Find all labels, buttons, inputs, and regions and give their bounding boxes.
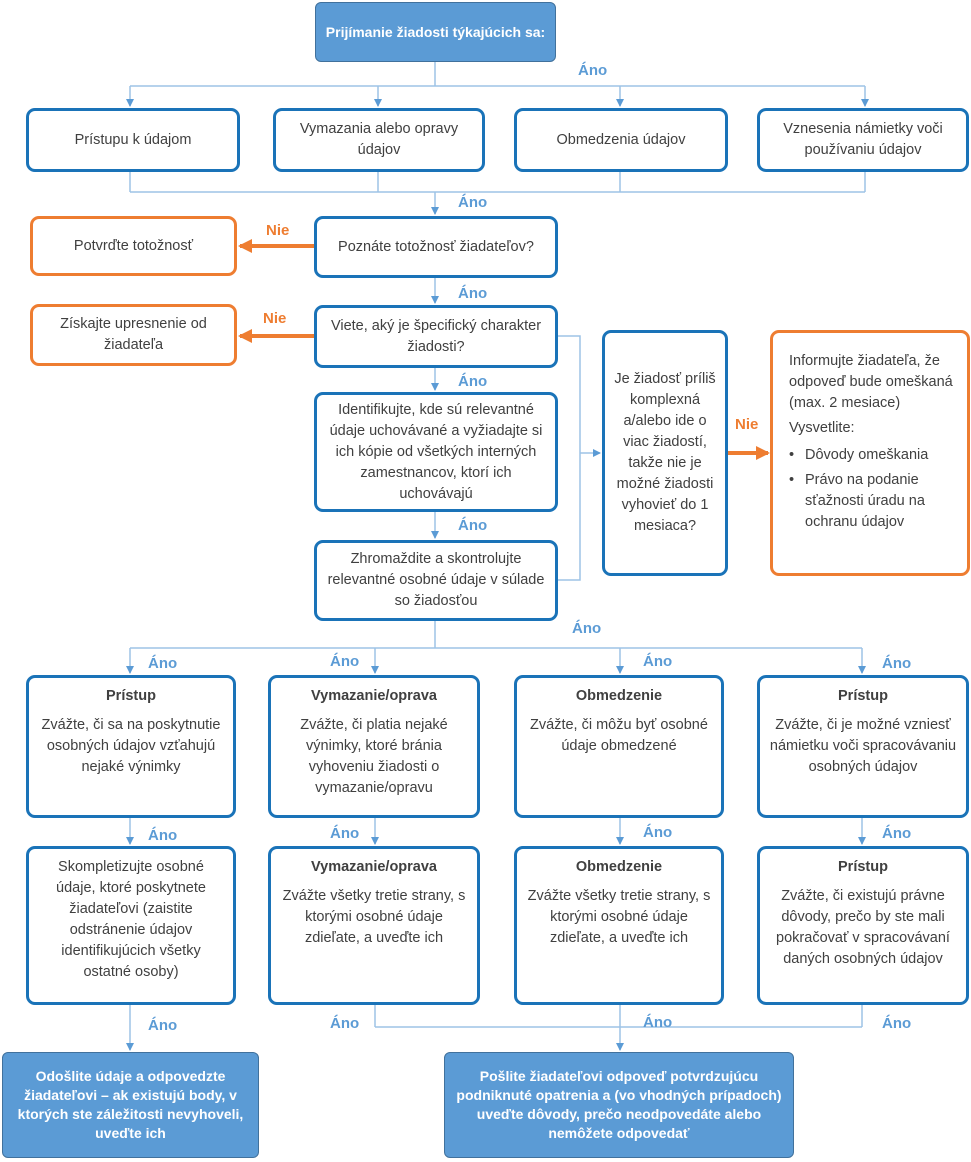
request-object-text: Vznesenia námietky voči používaniu údajo… [783, 121, 943, 158]
request-restrict-text: Obmedzenia údajov [556, 131, 686, 148]
yes-label: Áno [330, 653, 360, 670]
request-erase-box: Vymazania alebo opravy údajov [273, 108, 485, 172]
no-label: Nie [735, 416, 759, 433]
yes-label: Áno [882, 825, 912, 842]
inform-delay-box: Informujte žiadateľa, že odpoveď bude om… [770, 330, 970, 576]
legal-grounds-box: Prístup Zvážte, či existujú právne dôvod… [757, 846, 969, 1005]
confirm-actions-end-text: Pošlite žiadateľovi odpoveď potvrdzujúcu… [456, 1068, 782, 1141]
compile-data-text: Skompletizujte osobné údaje, ktoré posky… [56, 859, 206, 980]
yes-label: Áno [572, 620, 602, 637]
confirm-identity-text: Potvrďte totožnosť [73, 237, 194, 254]
yes-label: Áno [458, 285, 488, 302]
compile-data-box: Skompletizujte osobné údaje, ktoré posky… [26, 846, 236, 1005]
request-object-box: Vznesenia námietky voči používaniu údajo… [757, 108, 969, 172]
erase-exemptions-box: Vymazanie/oprava Zvážte, či platia nejak… [268, 675, 480, 818]
explain-label: Vysvetlite: [789, 420, 855, 436]
clarification-box: Získajte upresnenie od žiadateľa [30, 304, 237, 366]
yes-label: Áno [330, 825, 360, 842]
no-label: Nie [266, 222, 290, 239]
yes-label: Áno [643, 1014, 673, 1031]
yes-label: Áno [643, 824, 673, 841]
yes-label: Áno [458, 373, 488, 390]
object-possible-box: Prístup Zvážte, či je možné vzniesť námi… [757, 675, 969, 818]
access-exemptions-box: Prístup Zvážte, či sa na poskytnutie oso… [26, 675, 236, 818]
access-exemptions-title: Prístup [106, 688, 156, 704]
yes-label: Áno [458, 194, 488, 211]
yes-label: Áno [330, 1015, 360, 1032]
restrict-possible-title: Obmedzenie [575, 688, 663, 704]
restrict-third-parties-body: Zvážte všetky tretie strany, s ktorými o… [527, 888, 711, 946]
yes-label: Áno [458, 517, 488, 534]
start-node: Prijímanie žiadosti týkajúcich sa: [315, 2, 556, 62]
identify-box: Identifikujte, kde sú relevantné údaje u… [314, 392, 558, 512]
explain-list: Dôvody omeškania Právo na podanie sťažno… [789, 445, 953, 537]
erase-exemptions-body: Zvážte, či platia nejaké výnimky, ktoré … [300, 717, 448, 796]
erase-third-parties-body: Zvážte všetky tretie strany, s ktorými o… [282, 888, 466, 946]
object-possible-title: Prístup [838, 688, 888, 704]
restrict-possible-body: Zvážte, či môžu byť osobné údaje obmedze… [530, 717, 708, 754]
erase-third-parties-box: Vymazanie/oprava Zvážte všetky tretie st… [268, 846, 480, 1005]
complexity-question-box: Je žiadosť príliš komplexná a/alebo ide … [602, 330, 728, 576]
specific-question-text: Viete, aký je špecifický charakter žiado… [330, 317, 542, 355]
identity-question-text: Poznáte totožnosť žiadateľov? [338, 238, 534, 255]
send-data-end-text: Odošlite údaje a odpovedzte žiadateľovi … [17, 1068, 244, 1141]
legal-grounds-body: Zvážte, či existujú právne dôvody, prečo… [776, 888, 950, 967]
object-possible-body: Zvážte, či je možné vzniesť námietku voč… [769, 717, 957, 775]
identify-text: Identifikujte, kde sú relevantné údaje u… [329, 401, 543, 502]
yes-label: Áno [643, 653, 673, 670]
request-restrict-box: Obmedzenia údajov [514, 108, 728, 172]
send-data-end-node: Odošlite údaje a odpovedzte žiadateľovi … [2, 1052, 259, 1158]
yes-label: Áno [882, 655, 912, 672]
start-node-text: Prijímanie žiadosti týkajúcich sa: [325, 23, 546, 40]
yes-label: Áno [578, 62, 608, 79]
explain-item: Dôvody omeškania [789, 445, 953, 466]
restrict-third-parties-box: Obmedzenie Zvážte všetky tretie strany, … [514, 846, 724, 1005]
complexity-question-text: Je žiadosť príliš komplexná a/alebo ide … [614, 371, 716, 534]
inform-delay-text: Informujte žiadateľa, že odpoveď bude om… [789, 353, 953, 411]
yes-label: Áno [148, 827, 178, 844]
confirm-actions-end-node: Pošlite žiadateľovi odpoveď potvrdzujúcu… [444, 1052, 794, 1158]
erase-exemptions-title: Vymazanie/oprava [311, 688, 437, 704]
restrict-third-parties-title: Obmedzenie [575, 859, 663, 875]
collect-text: Zhromaždite a skontrolujte relevantné os… [327, 551, 545, 609]
confirm-identity-box: Potvrďte totožnosť [30, 216, 237, 276]
no-label: Nie [263, 310, 287, 327]
request-access-box: Prístupu k údajom [26, 108, 240, 172]
specific-question-box: Viete, aký je špecifický charakter žiado… [314, 305, 558, 368]
request-access-text: Prístupu k údajom [74, 131, 192, 148]
collect-box: Zhromaždite a skontrolujte relevantné os… [314, 540, 558, 621]
explain-item: Právo na podanie sťažnosti úradu na ochr… [789, 470, 953, 533]
yes-label: Áno [148, 655, 178, 672]
restrict-possible-box: Obmedzenie Zvážte, či môžu byť osobné úd… [514, 675, 724, 818]
yes-label: Áno [148, 1017, 178, 1034]
erase-third-parties-title: Vymazanie/oprava [311, 859, 437, 875]
identity-question-box: Poznáte totožnosť žiadateľov? [314, 216, 558, 278]
access-exemptions-body: Zvážte, či sa na poskytnutie osobných úd… [41, 717, 221, 775]
legal-grounds-title: Prístup [838, 859, 888, 875]
clarification-text: Získajte upresnenie od žiadateľa [60, 316, 207, 353]
yes-label: Áno [882, 1015, 912, 1032]
request-erase-text: Vymazania alebo opravy údajov [299, 121, 459, 158]
